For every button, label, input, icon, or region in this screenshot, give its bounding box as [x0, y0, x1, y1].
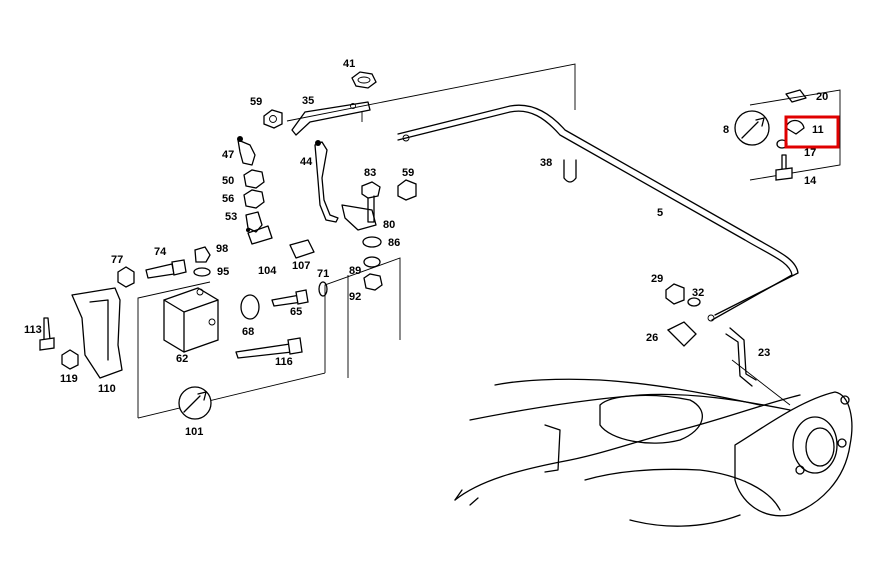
nut-41[interactable]	[351, 71, 377, 89]
nut-59-right[interactable]	[397, 179, 417, 201]
label-104: 104	[258, 265, 277, 277]
label-23: 23	[758, 347, 770, 359]
label-107: 107	[292, 260, 310, 272]
label-47: 47	[222, 149, 234, 161]
u-bolt-38[interactable]	[563, 159, 577, 183]
label-65: 65	[290, 306, 302, 318]
highlight-box	[784, 115, 840, 149]
label-41: 41	[343, 58, 355, 70]
label-119: 119	[60, 373, 78, 385]
nut-56[interactable]	[243, 189, 265, 209]
label-68: 68	[242, 326, 254, 338]
frame-lines	[137, 63, 841, 419]
fitting-104[interactable]	[247, 225, 273, 245]
washer-86[interactable]	[362, 236, 382, 248]
wrench-icon-8	[734, 110, 770, 146]
ball-joint-47[interactable]	[237, 136, 256, 166]
label-20: 20	[816, 91, 828, 103]
axle-carrier	[454, 378, 853, 527]
label-59a: 59	[250, 96, 262, 108]
screw-113[interactable]	[39, 317, 55, 351]
fitting-107[interactable]	[289, 239, 315, 259]
valve-62[interactable]	[163, 287, 219, 353]
label-35: 35	[302, 95, 314, 107]
label-83: 83	[364, 167, 376, 179]
washer-32[interactable]	[687, 297, 701, 307]
label-32: 32	[692, 287, 704, 299]
link-rod-44[interactable]	[314, 140, 339, 223]
clip-20[interactable]	[785, 89, 807, 103]
label-86: 86	[388, 237, 400, 249]
label-14: 14	[804, 175, 817, 187]
label-80: 80	[383, 219, 395, 231]
bolt-116[interactable]	[235, 337, 303, 359]
label-26: 26	[646, 332, 658, 344]
disc-68[interactable]	[240, 294, 260, 320]
label-92: 92	[349, 291, 361, 303]
wrench-icon-101	[178, 386, 212, 420]
nut-119[interactable]	[61, 349, 79, 370]
label-38: 38	[540, 157, 552, 169]
bracket-35[interactable]	[291, 101, 371, 136]
label-113: 113	[24, 324, 42, 336]
label-11: 11	[812, 124, 824, 136]
label-95: 95	[217, 266, 229, 278]
label-71: 71	[317, 268, 329, 280]
bolt-98[interactable]	[194, 246, 211, 263]
nut-59-top[interactable]	[263, 109, 283, 129]
nut-50[interactable]	[243, 169, 265, 189]
label-59b: 59	[402, 167, 414, 179]
bolt-14[interactable]	[775, 154, 793, 181]
clamp-11[interactable]	[785, 119, 805, 135]
label-50: 50	[222, 175, 234, 187]
label-17: 17	[804, 147, 816, 159]
washer-71[interactable]	[318, 281, 328, 297]
label-98: 98	[216, 243, 228, 255]
label-116: 116	[275, 356, 293, 368]
nut-92[interactable]	[363, 273, 383, 291]
label-74: 74	[154, 246, 167, 258]
nut-77[interactable]	[117, 266, 135, 288]
label-8: 8	[723, 124, 729, 136]
nut-29[interactable]	[665, 283, 685, 305]
bushing-26[interactable]	[666, 321, 697, 347]
label-62: 62	[176, 353, 188, 365]
part-labels: 41 59 35 47 44 50 56 53 83 59 80 86 89 9…	[24, 58, 828, 438]
bracket-110[interactable]	[71, 287, 123, 379]
spring-washer-89[interactable]	[363, 256, 381, 268]
label-56: 56	[222, 193, 234, 205]
label-101: 101	[185, 426, 203, 438]
plate-80[interactable]	[341, 204, 377, 231]
link-23[interactable]	[725, 327, 757, 387]
stabilizer-bar[interactable]	[397, 104, 799, 322]
label-110: 110	[98, 383, 116, 395]
label-5: 5	[657, 207, 663, 219]
label-53: 53	[225, 211, 237, 223]
bolt-83[interactable]	[361, 181, 381, 223]
label-89: 89	[349, 265, 361, 277]
label-44: 44	[300, 156, 313, 168]
label-29: 29	[651, 273, 663, 285]
washer-95[interactable]	[193, 267, 211, 277]
label-77: 77	[111, 254, 123, 266]
bolt-65[interactable]	[271, 289, 309, 307]
bolt-74[interactable]	[145, 259, 187, 279]
